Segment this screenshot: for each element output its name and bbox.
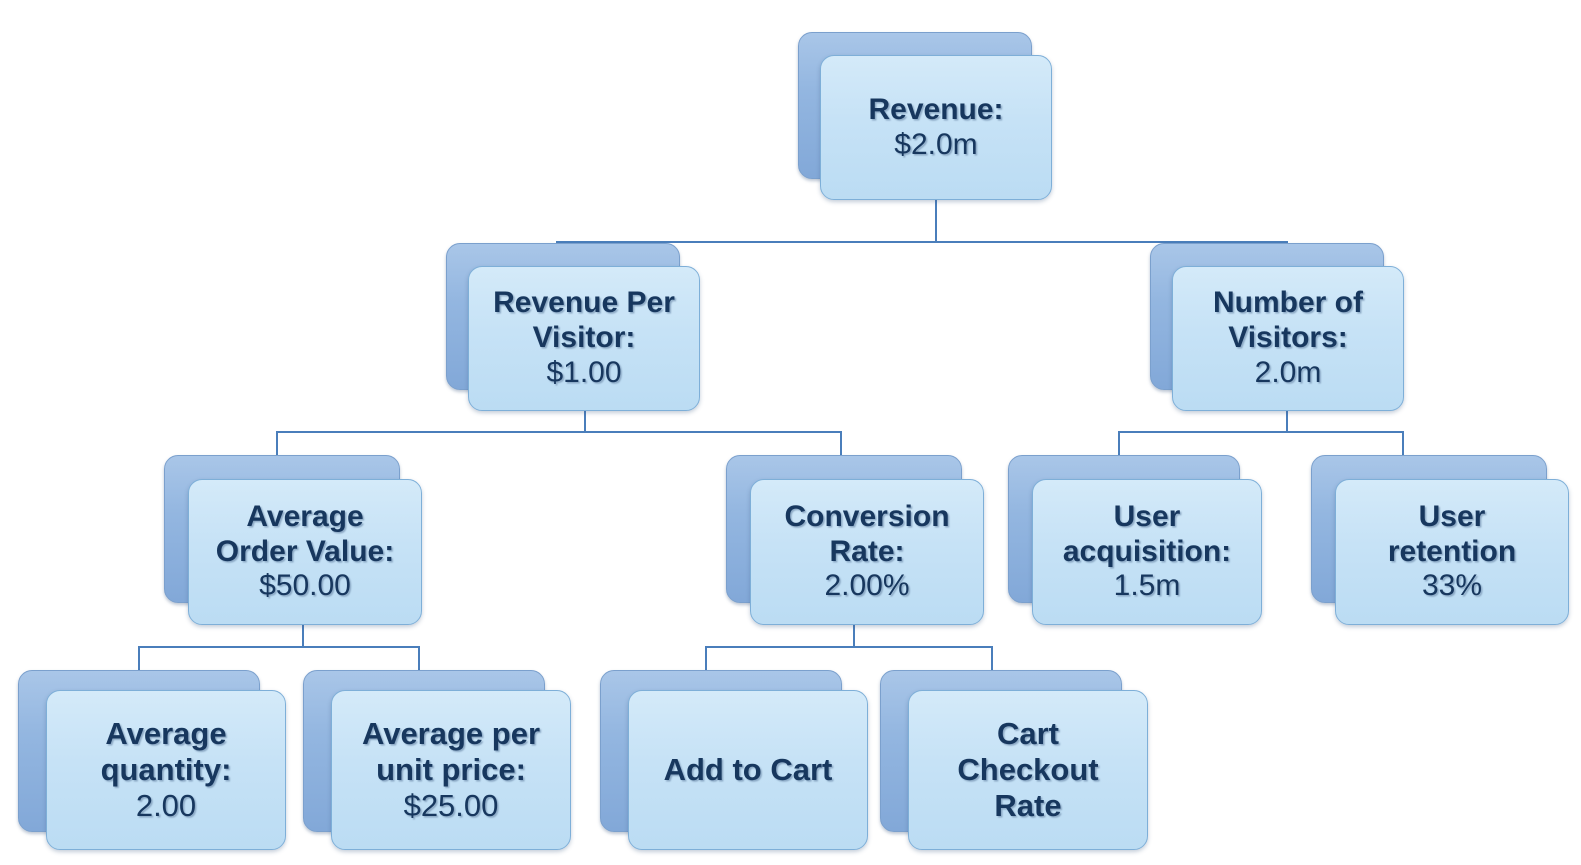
connector-cr-bus — [705, 646, 993, 648]
node-average-per-unit-price-label: Average per unit price: — [361, 716, 541, 788]
node-average-order-value-front-card[interactable]: Average Order Value: $50.00 — [188, 479, 422, 625]
node-average-per-unit-price-value: $25.00 — [403, 787, 499, 823]
node-revenue-front-card[interactable]: Revenue: $2.0m — [820, 55, 1052, 200]
node-user-acquisition-front-card[interactable]: User acquisition: 1.5m — [1032, 479, 1262, 625]
node-user-acquisition-label: User acquisition: — [1062, 499, 1232, 568]
node-user-acquisition[interactable]: User acquisition: 1.5m — [1008, 455, 1262, 625]
node-add-to-cart[interactable]: Add to Cart — [600, 670, 868, 850]
node-number-of-visitors-front-card[interactable]: Number of Visitors: 2.0m — [1172, 266, 1404, 411]
connector-to-conversion-rate — [840, 431, 842, 463]
connector-to-average-quantity — [138, 646, 140, 678]
connector-aov-bus — [138, 646, 420, 648]
node-conversion-rate-value: 2.00% — [824, 569, 910, 603]
connector-rpv-bus — [276, 431, 842, 433]
node-average-per-unit-price[interactable]: Average per unit price: $25.00 — [303, 670, 571, 850]
connector-revenue-stem — [935, 200, 937, 242]
node-average-quantity-label: Average quantity: — [100, 716, 232, 788]
node-conversion-rate-label: Conversion Rate: — [784, 499, 950, 568]
connector-aov-stem — [302, 622, 304, 647]
node-average-per-unit-price-front-card[interactable]: Average per unit price: $25.00 — [331, 690, 571, 850]
node-cart-checkout-rate-front-card[interactable]: Cart Checkout Rate — [908, 690, 1148, 850]
node-revenue-per-visitor[interactable]: Revenue Per Visitor: $1.00 — [446, 243, 700, 411]
connector-to-average-order-value — [276, 431, 278, 463]
node-add-to-cart-label: Add to Cart — [663, 752, 833, 788]
node-cart-checkout-rate-label: Cart Checkout Rate — [957, 716, 1099, 823]
node-revenue-per-visitor-value: $1.00 — [546, 355, 622, 389]
node-conversion-rate[interactable]: Conversion Rate: 2.00% — [726, 455, 984, 625]
connector-to-user-acquisition — [1118, 431, 1120, 463]
node-number-of-visitors-value: 2.0m — [1254, 355, 1322, 389]
node-cart-checkout-rate[interactable]: Cart Checkout Rate — [880, 670, 1148, 850]
node-user-retention-label: User retention — [1387, 499, 1517, 568]
node-average-quantity[interactable]: Average quantity: 2.00 — [18, 670, 286, 850]
connector-to-add-to-cart — [705, 646, 707, 678]
node-user-acquisition-value: 1.5m — [1113, 569, 1181, 603]
connector-rpv-stem — [584, 408, 586, 432]
node-user-retention[interactable]: User retention 33% — [1311, 455, 1569, 625]
node-revenue-label: Revenue: — [868, 92, 1004, 126]
node-user-retention-value: 33% — [1421, 569, 1483, 603]
node-average-quantity-value: 2.00 — [135, 787, 197, 823]
connector-revenue-bus — [556, 241, 1288, 243]
node-revenue[interactable]: Revenue: $2.0m — [798, 32, 1052, 200]
connector-to-average-per-unit-price — [418, 646, 420, 678]
node-average-order-value[interactable]: Average Order Value: $50.00 — [164, 455, 422, 625]
connector-nov-bus — [1118, 431, 1404, 433]
node-user-retention-front-card[interactable]: User retention 33% — [1335, 479, 1569, 625]
node-average-order-value-value: $50.00 — [259, 569, 351, 603]
node-revenue-per-visitor-label: Revenue Per Visitor: — [493, 286, 675, 355]
node-number-of-visitors[interactable]: Number of Visitors: 2.0m — [1150, 243, 1404, 411]
node-average-order-value-label: Average Order Value: — [215, 499, 395, 568]
node-revenue-per-visitor-front-card[interactable]: Revenue Per Visitor: $1.00 — [468, 266, 700, 411]
node-revenue-value: $2.0m — [894, 127, 978, 161]
node-add-to-cart-front-card[interactable]: Add to Cart — [628, 690, 868, 850]
connector-to-cart-checkout-rate — [991, 646, 993, 678]
node-conversion-rate-front-card[interactable]: Conversion Rate: 2.00% — [750, 479, 984, 625]
connector-nov-stem — [1286, 408, 1288, 432]
node-average-quantity-front-card[interactable]: Average quantity: 2.00 — [46, 690, 286, 850]
connector-cr-stem — [853, 622, 855, 647]
node-number-of-visitors-label: Number of Visitors: — [1213, 286, 1363, 355]
connector-to-user-retention — [1402, 431, 1404, 463]
